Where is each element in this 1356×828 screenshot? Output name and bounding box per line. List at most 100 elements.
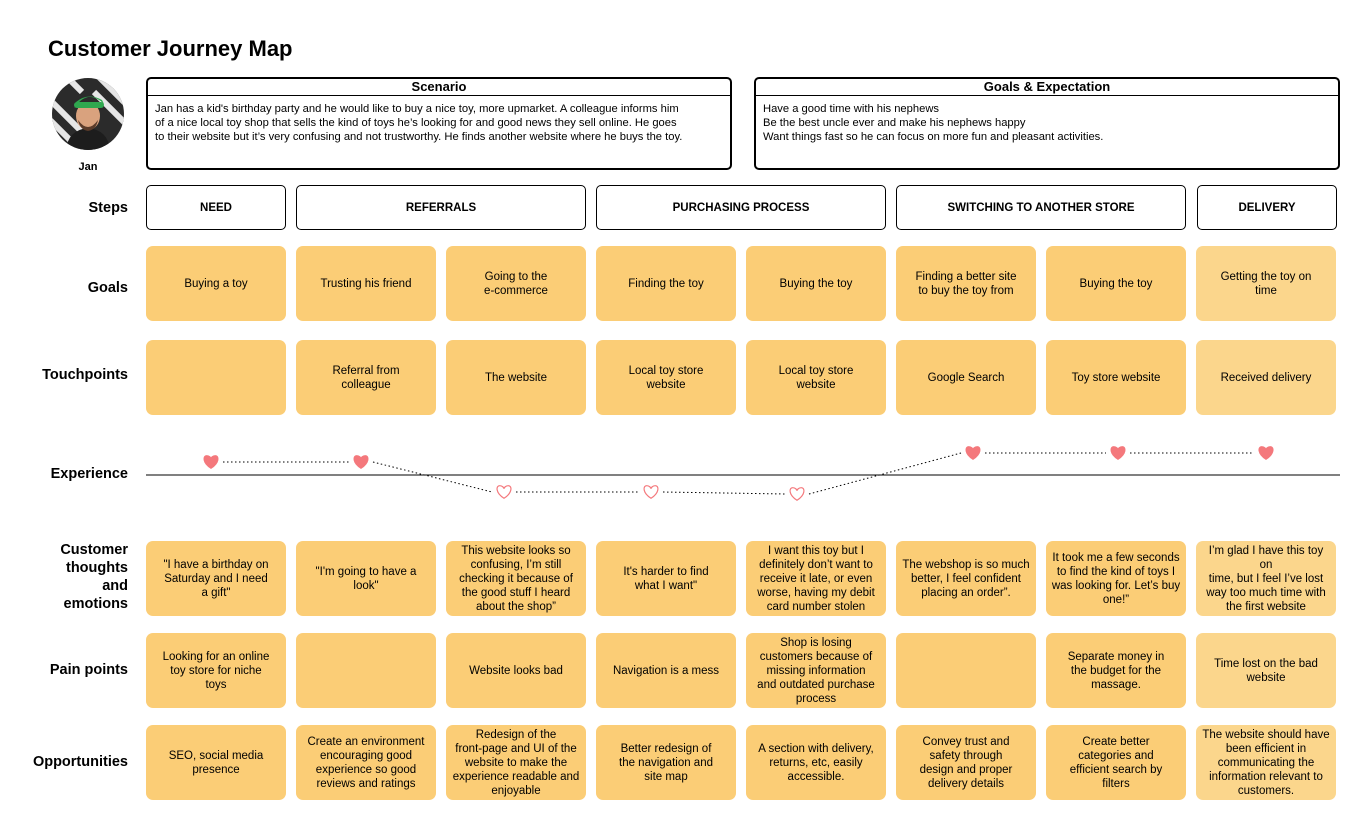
thought-card-text: one!”: [1102, 593, 1130, 606]
experience-connector: [662, 491, 786, 495]
pain-point-card-text: Looking for an online: [162, 650, 270, 663]
opportunity-card-text: encouraging good: [319, 749, 413, 762]
opportunity-card-text: Create an environment: [307, 735, 425, 748]
scenario-text: Jan has a kid's birthday party and he wo…: [148, 96, 730, 144]
opportunity-card-text: safety through: [929, 749, 1003, 762]
opportunity-card-text: information relevant to: [1209, 770, 1323, 783]
row-label-thoughts: Customer thoughts and emotions: [60, 541, 128, 613]
scenario-line: Jan has a kid's birthday party and he wo…: [155, 103, 679, 115]
row-label-touchpoints: Touchpoints: [42, 367, 128, 383]
pain-point-card-text: toy store for niche: [170, 664, 262, 677]
thought-card-text: better, I feel confident: [911, 572, 1021, 585]
pain-point-card-text: process: [795, 692, 837, 705]
touchpoint-card: Toy store website: [1046, 340, 1186, 415]
goal-card-text: Going to the: [484, 270, 548, 283]
opportunity-card-text: Redesign of the: [475, 728, 557, 741]
goal-card-text: to buy the toy from: [918, 284, 1014, 297]
opportunity-card-text: presence: [192, 763, 240, 776]
opportunity-card-text: site map: [644, 770, 688, 783]
row-label-pain-points: Pain points: [49, 662, 128, 678]
experience-connector: [372, 461, 493, 493]
thought-card-text: "I'm going to have a: [315, 565, 417, 578]
opportunity-card-text: enjoyable: [491, 784, 541, 797]
opportunity-card-text: customers.: [1237, 784, 1295, 797]
opportunity-card-text: categories and: [1078, 749, 1154, 762]
goal-card-text: e-commerce: [484, 284, 548, 297]
thought-card-text: Saturday and I need: [164, 572, 268, 585]
pain-point-card-text: website: [1246, 671, 1286, 684]
touchpoint-card-text: website: [646, 378, 686, 391]
touchpoint-card: Received delivery: [1196, 340, 1336, 415]
goals-expectation-box: Goals & Expectation Have a good time wit…: [754, 77, 1340, 170]
opportunity-card-text: website to make the: [464, 756, 568, 769]
touchpoint-card: [146, 340, 286, 415]
goals-expectation-heading: Goals & Expectation: [756, 79, 1338, 96]
pain-point-card-text: massage.: [1091, 678, 1141, 691]
persona-photo: [52, 78, 124, 150]
heart-outline-icon: [789, 487, 805, 502]
thought-card-text: confusing, I’m still: [470, 558, 562, 571]
row-label-thoughts-line: and: [102, 578, 128, 594]
goal-expectation-line: Want things fast so he can focus on more…: [763, 131, 1104, 143]
touchpoint-card: The website: [446, 340, 586, 415]
touchpoint-card-text: Local toy store: [778, 364, 854, 377]
goal-card-text: Buying a toy: [184, 277, 248, 290]
pain-point-card-text: and outdated purchase: [757, 678, 875, 691]
opportunity-card-text: design and proper: [919, 763, 1013, 776]
opportunity-card-text: returns, etc, easily: [769, 756, 863, 769]
persona-avatar: [52, 78, 124, 150]
touchpoint-card-text: Received delivery: [1220, 371, 1312, 384]
pain-point-card-text: Navigation is a mess: [612, 664, 720, 677]
thought-card-text: the good stuff I heard: [461, 586, 571, 599]
touchpoint-card-text: website: [796, 378, 836, 391]
row-label-thoughts-line: emotions: [63, 596, 128, 612]
goal-card: Trusting his friend: [296, 246, 436, 321]
row-label-goals: Goals: [87, 280, 128, 296]
row-label-experience: Experience: [50, 466, 128, 482]
scenario-box: Scenario Jan has a kid's birthday party …: [146, 77, 732, 170]
pain-point-card-text: Website looks bad: [469, 664, 563, 677]
row-label-steps: Steps: [88, 200, 129, 216]
thought-card-text: was looking for. Let’s buy: [1051, 579, 1181, 592]
thought-card-text: about the shop”: [476, 600, 556, 613]
row-label-thoughts-line: thoughts: [65, 560, 128, 576]
goal-card-text: Finding the toy: [628, 277, 704, 290]
heart-filled-icon: [1110, 446, 1126, 461]
opportunity-card-text: filters: [1102, 777, 1130, 790]
touchpoint-card-text: Referral from: [332, 364, 400, 377]
thought-card-text: I’m glad I have this toy on: [1208, 544, 1324, 571]
thought-card-text: time, but I feel I’ve lost: [1208, 572, 1324, 585]
pain-point-card-text: toys: [205, 678, 227, 691]
row-label-opportunities: Opportunities: [32, 754, 128, 770]
opportunity-card-text: delivery details: [927, 777, 1005, 790]
thought-card-text: receive it late, or even: [759, 572, 873, 585]
pain-point-card: Website looks bad: [446, 633, 586, 708]
pain-point-card-text: Shop is losing: [780, 636, 852, 649]
thought-card-text: worse, having my debit: [757, 586, 875, 599]
opportunity-card-text: Convey trust and: [922, 735, 1010, 748]
thought-card-text: It took me a few seconds: [1052, 551, 1180, 564]
heart-filled-icon: [1258, 446, 1274, 461]
step-need: NEED: [146, 185, 286, 230]
step-delivery: DELIVERY: [1197, 185, 1337, 230]
experience-curve: [146, 446, 1340, 502]
opportunity-card-text: the navigation and: [619, 756, 713, 769]
heart-outline-icon: [496, 485, 512, 500]
